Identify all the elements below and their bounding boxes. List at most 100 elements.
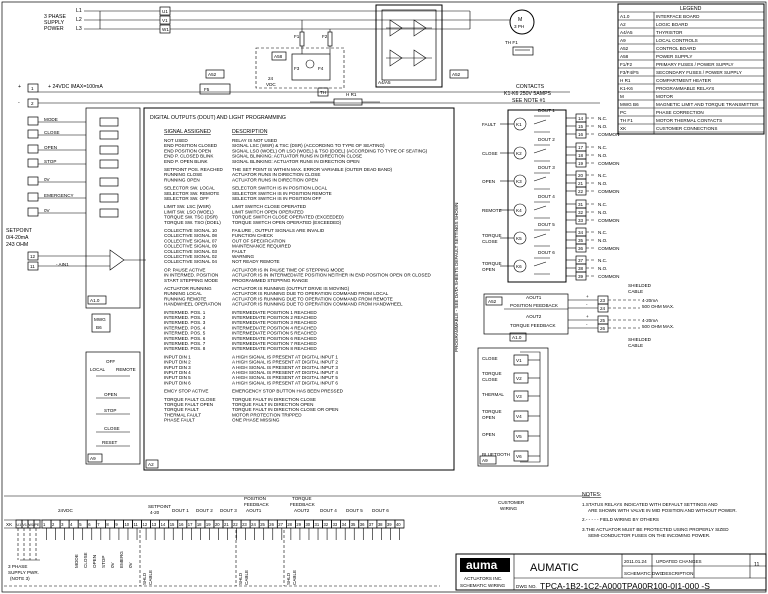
mwg-b6: MWG B6 [91, 313, 111, 333]
title-product: AUMATIC [530, 562, 579, 574]
signal-55: TORQUE FAULT OPEN [164, 402, 213, 407]
terminal-num-18: 18 [578, 153, 584, 158]
strip-num-13: 13 [152, 522, 157, 527]
note-3: 3.THE ACTUATOR MUST BE PROTECTED USING P… [582, 527, 729, 532]
description-31: ACTUATOR IS RUNNING (OUTPUT DRIVE IS MOV… [232, 286, 350, 291]
strip-head-2: W1 [29, 523, 34, 527]
relay-dout-4: DOUT 5 [538, 222, 555, 227]
note-1b: ARE SHOWN WITH VALVE IN MID POSITION AND… [588, 508, 737, 513]
input-terminal-1 [27, 129, 39, 139]
terminal-num-20: 20 [578, 173, 584, 178]
signal-33: RUNNING REMOTE [164, 296, 206, 301]
description-10: SELECTOR SWITCH IS IN POSITION LOCAL [232, 186, 328, 191]
strip-dout4: DOUT 4 [320, 508, 337, 513]
strip-shld-1: SHLD [142, 572, 147, 585]
strip-vert-6: 0V [128, 561, 133, 568]
strip-num-33: 33 [333, 522, 338, 527]
fuse-f2-label: F2 [322, 34, 328, 39]
signal-38: INTERMED. POS. 3 [164, 320, 206, 325]
terminal-num-33: 33 [578, 218, 584, 223]
strip-num-31: 31 [315, 522, 320, 527]
signal-3: END P. CLOSED BLINK [164, 154, 214, 159]
terminal-type-39: COMMON [598, 274, 619, 279]
description-48: A HIGH SIGNAL IS PRESENT AT DIGITAL INPU… [232, 370, 338, 375]
description-33: ACTUATOR IS RUNNING DUE TO OPERATION COM… [232, 296, 393, 301]
legend-desc-13: MOTOR THERMAL CONTACTS [656, 118, 722, 123]
description-1: SIGNAL LSC (WSR) & TSC (DSR) (ACCORDING … [232, 143, 385, 148]
terminal-23: 23 [600, 298, 606, 303]
strip-num-38: 38 [378, 522, 383, 527]
light-label-3: TORQUE [482, 409, 502, 414]
strip-head-3: PE [35, 523, 40, 527]
terminal-num-39: 39 [578, 274, 584, 279]
description-49: A HIGH SIGNAL IS PRESENT AT DIGITAL INPU… [232, 375, 338, 380]
motor-symbol [509, 9, 535, 35]
signal-57: THERMAL FAULT [164, 412, 201, 417]
input-label-5: EMERGENCY [44, 193, 74, 198]
signal-4: END P. OPEN BLINK [164, 159, 209, 164]
title-description: DESCRIPTION [662, 571, 693, 576]
input-terminal-4 [27, 176, 39, 186]
title-updated: UPDATED CHANGES [656, 559, 702, 564]
strip-num-23: 23 [242, 522, 247, 527]
strip-num-29: 29 [296, 522, 301, 527]
description-37: INTERMEDIATE POSITION 2 REACHED [232, 315, 317, 320]
terminal-strip: 24VDC SETPOINT 4-20 DOUT 1 DOUT 2 DOUT 3… [4, 495, 590, 587]
torque-feedback-label: TORQUE FEEDBACK [510, 323, 557, 328]
signal-37: INTERMED. POS. 2 [164, 315, 206, 320]
signal-50: INPUT DIN 6 [164, 380, 191, 385]
strip-head-0: U1 [17, 523, 22, 527]
terminal-type-22: COMMON [598, 189, 619, 194]
strip-vert-1: CLOSE [83, 552, 88, 568]
description-40: INTERMEDIATE POSITION 5 REACHED [232, 331, 317, 336]
relay-k-4: K5 [516, 236, 522, 241]
description-12: SELECTOR SWITCH IS IN POSITION OFF [232, 196, 321, 201]
strip-cable-3: CABLE [292, 570, 297, 585]
terminal-type-16: COMMON [598, 132, 619, 137]
signal-11: SELECTOR SW. REMOTE [164, 191, 219, 196]
signal-49: INPUT DIN 5 [164, 375, 191, 380]
relay-label-4: TORQUE [482, 233, 502, 238]
terminal-type-17: N.C. [598, 145, 607, 150]
signal-7: RUNNING CLOSE [164, 172, 202, 177]
legend-desc-0: INTERFACE BOARD [656, 14, 700, 19]
light-v-1: V2 [516, 376, 522, 381]
aout1-range: 4-20mA [642, 298, 659, 303]
description-17: TORQUE SWITCH OPEN OPERATED (EXCEEDED) [232, 220, 342, 225]
description-28: ACTUATOR IS IN INTERMEDIATE POSITION NEI… [232, 273, 432, 278]
terminal-num-17: 17 [578, 145, 584, 150]
strip-num-15: 15 [170, 522, 175, 527]
strip-num-11: 11 [134, 522, 139, 527]
description-41: INTERMEDIATE POSITION 6 REACHED [232, 336, 317, 341]
signal-25: COLLECTIVE SIGNAL 04 [164, 259, 217, 264]
programming-header-signal: SIGNAL ASSIGNED [164, 129, 211, 135]
strip-num-8: 8 [106, 522, 109, 527]
strip-supply-pwr: SUPPLY PWR. [8, 570, 39, 575]
programming-vertical-note: PROGRAMMABLE - SEE DATA SHEETS DEFAULT S… [454, 203, 459, 353]
board-a9-label: A9 [90, 456, 96, 461]
label-l3: L3 [76, 26, 82, 32]
legend-desc-3: LOCAL CONTROLS [656, 38, 698, 43]
strip-vert-2: OPEN [92, 555, 97, 568]
fuse-f1-label: F1 [294, 34, 300, 39]
legend-desc-1: LOGIC BOARD [656, 22, 689, 27]
legend-code-14: XK [620, 126, 627, 131]
legend-code-8: H R1 [620, 78, 631, 83]
terminal-num-16: 16 [578, 132, 584, 137]
strip-shld-2: SHLD [238, 572, 243, 585]
strip-vert-0: MODE [74, 554, 79, 568]
strip-vert-5: EMERG [119, 551, 124, 568]
legend-code-9: K1-K6 [620, 86, 633, 91]
description-36: INTERMEDIATE POSITION 1 REACHED [232, 310, 317, 315]
strip-num-36: 36 [360, 522, 365, 527]
strip-cable-1: CABLE [148, 570, 153, 585]
terminal-type-20: N.C. [598, 173, 607, 178]
input-terminal-0 [27, 116, 39, 126]
voltage-24-label: 24 [268, 76, 274, 81]
title-drawing-number: TPCA-1B2-1C2-A000TPA00R100-0I1-000 -S [540, 581, 710, 591]
control-board-a52-top: A52 A52 F5 [199, 69, 469, 95]
description-7: ACTUATOR RUNS IN DIRECTION CLOSE [232, 172, 320, 177]
relay-label2-5: OPEN [482, 267, 495, 272]
input-terminal-3 [27, 158, 39, 168]
board-a58-label: A58 [274, 54, 283, 59]
